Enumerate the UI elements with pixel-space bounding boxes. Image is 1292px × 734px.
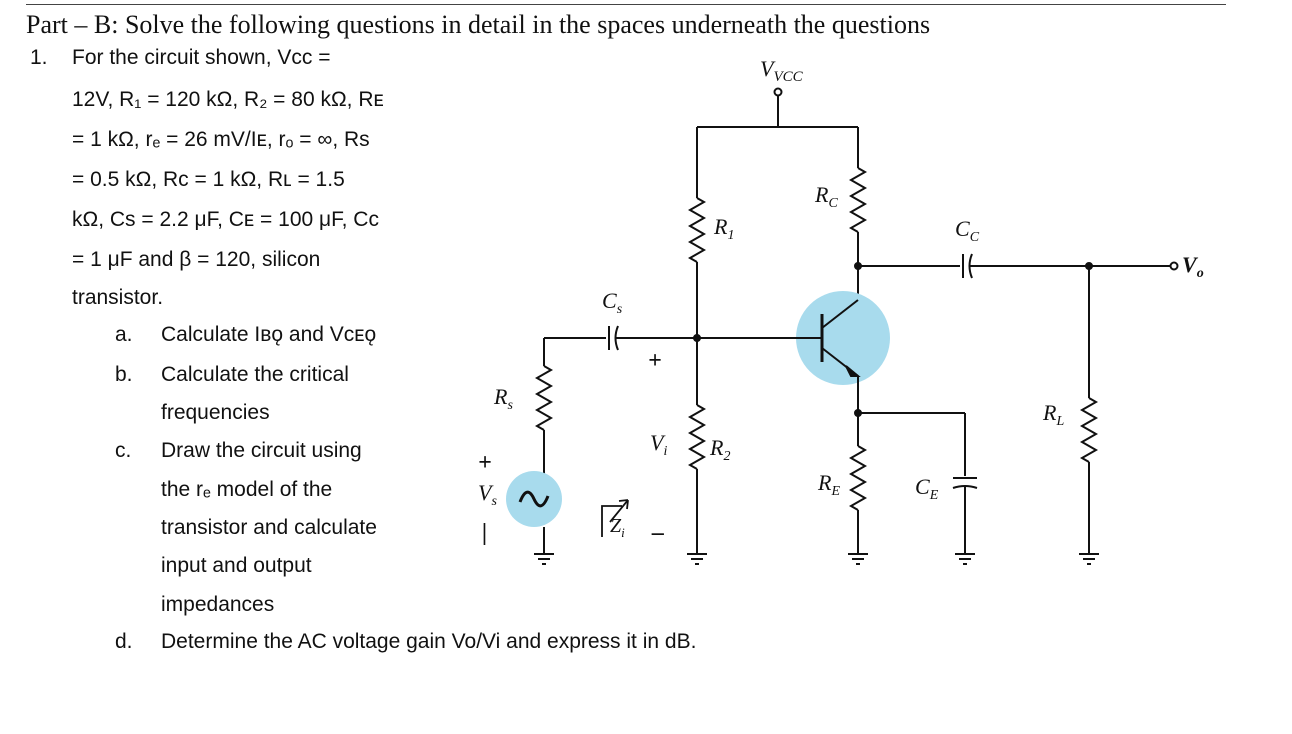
question-line: transistor. — [72, 286, 164, 309]
question-line: = 1 μF and β = 120, silicon — [72, 248, 321, 271]
question-line: 12V, R₁ = 120 kΩ, R₂ = 80 kΩ, Rᴇ — [72, 88, 384, 111]
ground-icon — [1079, 553, 1099, 565]
transistor-collector — [821, 299, 859, 329]
vi-label: Vi — [650, 430, 667, 459]
question-line: For the circuit shown, Vcc = — [72, 46, 331, 69]
r1-label: R1 — [713, 214, 734, 243]
junction-dot — [693, 334, 701, 342]
vo-label: Vo — [1182, 252, 1204, 281]
re-label: RE — [817, 470, 840, 499]
rl-resistor — [1079, 397, 1099, 463]
part-b-letter: b. — [115, 363, 133, 386]
part-b-text: frequencies — [161, 401, 270, 424]
part-c-text: Draw the circuit using — [161, 439, 362, 462]
vcc-label: VVCC — [760, 56, 804, 85]
junction-dot — [854, 409, 862, 417]
ce-label: CE — [915, 474, 939, 503]
question-line: = 0.5 kΩ, Rc = 1 kΩ, Rʟ = 1.5 — [72, 168, 345, 191]
ground-icon — [534, 553, 554, 565]
ground-icon — [687, 553, 707, 565]
question-number: 1. — [30, 46, 48, 69]
ground-icon — [955, 553, 975, 565]
r1-resistor — [687, 197, 707, 263]
part-c-text: transistor and calculate — [161, 516, 377, 539]
re-resistor — [848, 445, 868, 511]
part-d-letter: d. — [115, 630, 133, 653]
ground-icon — [848, 553, 868, 565]
r2-label: R2 — [709, 435, 730, 464]
part-c-text: input and output — [161, 554, 312, 577]
vi-minus: – — [651, 520, 664, 546]
vi-plus: + — [648, 348, 662, 374]
section-heading: Part – B: Solve the following questions … — [26, 10, 931, 39]
part-c-text: impedances — [161, 593, 275, 616]
cc-label: CC — [955, 216, 980, 245]
vs-plus: + — [478, 450, 492, 476]
rs-resistor — [534, 365, 554, 431]
zi-arrow-icon — [601, 499, 629, 537]
emitter-arrow — [845, 365, 861, 377]
cs-label: Cs — [602, 288, 623, 317]
rc-resistor — [848, 167, 868, 233]
top-rule — [26, 4, 1226, 5]
vcc-terminal — [773, 87, 783, 97]
rc-label: RC — [814, 182, 838, 211]
vo-terminal — [1169, 261, 1179, 271]
part-c-text: the rₑ model of the — [161, 478, 333, 501]
vs-label: Vs — [478, 480, 497, 509]
sine-icon — [518, 490, 550, 508]
transistor-body — [796, 291, 890, 385]
junction-dot — [854, 262, 862, 270]
part-d-text: Determine the AC voltage gain Vo/Vi and … — [161, 630, 697, 653]
part-a-text: Calculate Iʙǫ and Vᴄᴇǫ — [161, 323, 377, 346]
rl-label: RL — [1042, 400, 1064, 429]
r2-resistor — [687, 404, 707, 470]
part-c-letter: c. — [115, 439, 132, 462]
question-line: kΩ, Cs = 2.2 μF, Cᴇ = 100 μF, Cc — [72, 208, 379, 231]
question-line: = 1 kΩ, rₑ = 26 mV/Iᴇ, rₒ = ∞, Rs — [72, 128, 370, 151]
zi-label: Zi — [610, 515, 625, 540]
vs-minus: | — [482, 520, 487, 546]
part-b-text: Calculate the critical — [161, 363, 349, 386]
rs-label: Rs — [493, 384, 513, 413]
part-a-letter: a. — [115, 323, 133, 346]
